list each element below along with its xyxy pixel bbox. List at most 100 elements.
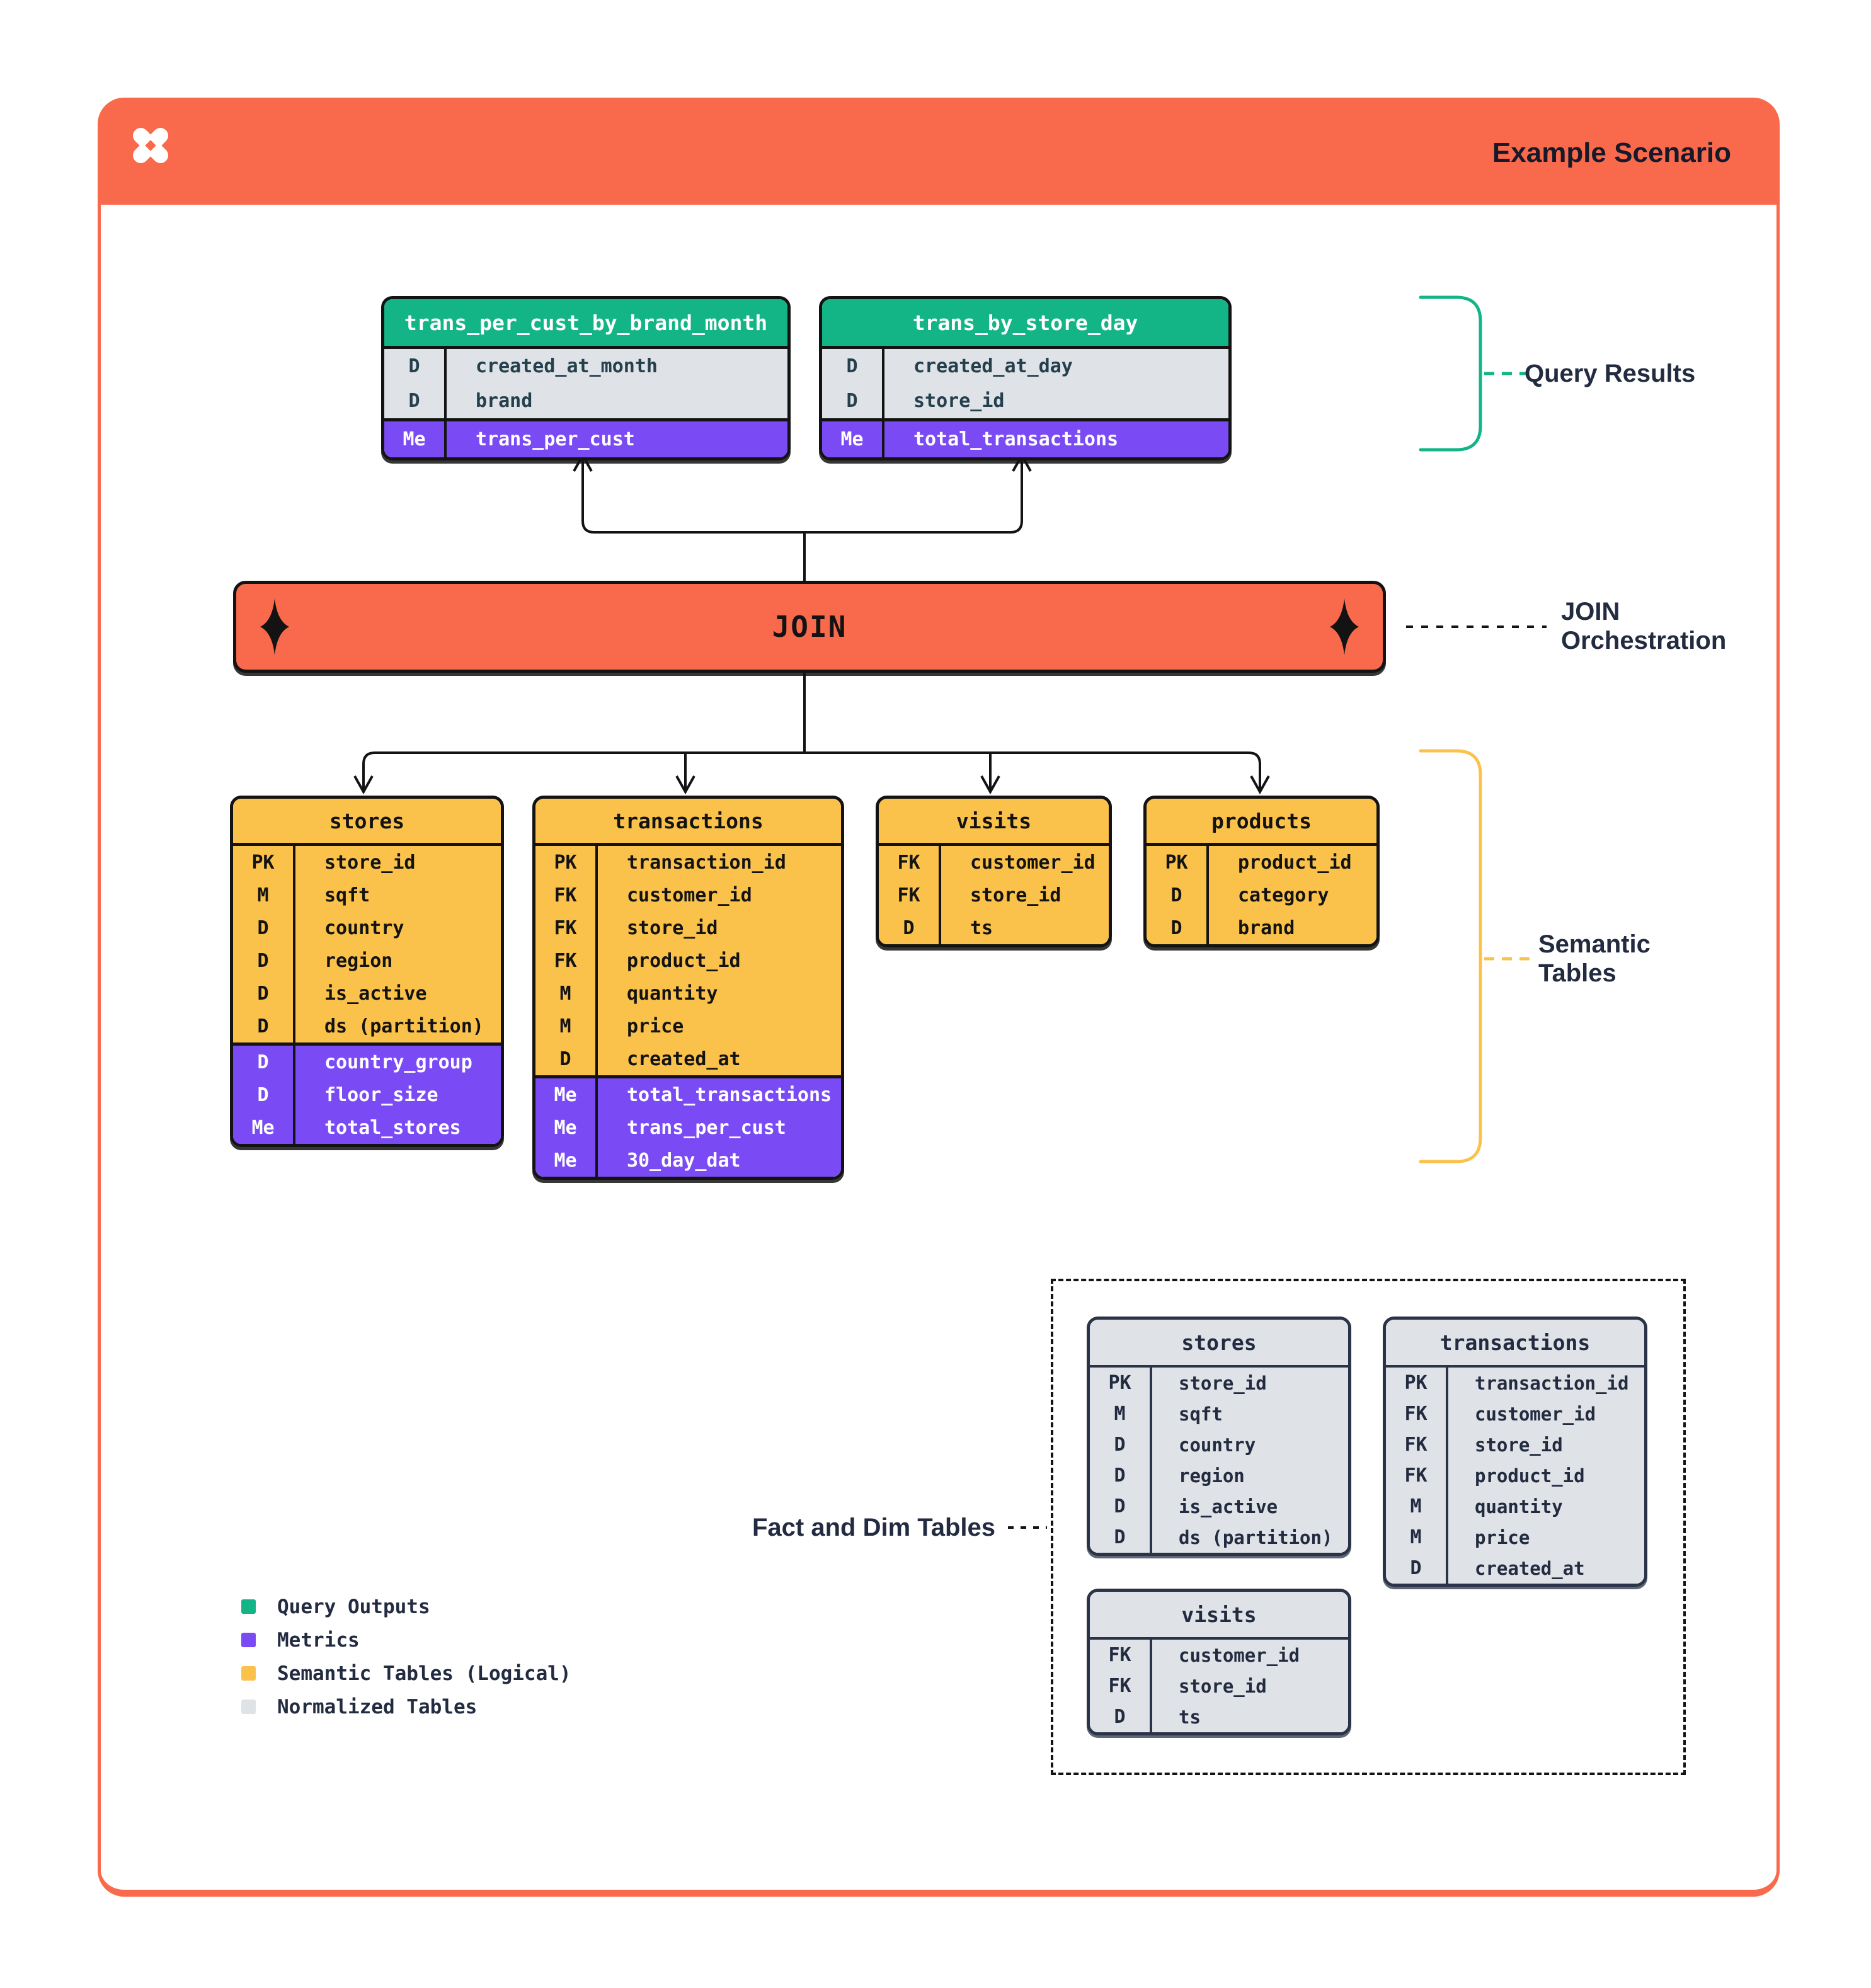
join-orchestration-line2: Orchestration [1561, 627, 1727, 654]
join-orchestration-label: JOIN Orchestration [1561, 597, 1726, 655]
row-field-name: transaction_id [1475, 1372, 1629, 1394]
row-field-name: created_at [627, 1048, 741, 1070]
row-field-name: store_id [1179, 1372, 1267, 1394]
legend-swatch [241, 1666, 256, 1681]
fact-dim-label: Fact and Dim Tables [752, 1514, 995, 1541]
card-header: Example Scenario [101, 101, 1777, 205]
table-title: visits [1090, 1592, 1348, 1640]
legend-label: Normalized Tables [277, 1695, 478, 1718]
row-key-badge: M [559, 1015, 571, 1037]
row-field-name: created_at_month [476, 355, 658, 377]
diamond-icon [260, 598, 289, 655]
row-field-name: country_group [324, 1051, 472, 1073]
row-key-badge: Me [403, 428, 426, 450]
table-row: FK store_id [879, 879, 1109, 911]
row-field-name: store_id [970, 884, 1061, 906]
row-field-name: ds (partition) [324, 1015, 484, 1037]
table-title: products [1147, 799, 1376, 846]
row-field-name: trans_per_cust [476, 428, 635, 450]
row-field-name: total_transactions [913, 428, 1119, 450]
row-key-badge: D [257, 1051, 269, 1073]
row-field-name: is_active [1179, 1495, 1278, 1517]
row-key-badge: D [846, 355, 858, 377]
table-title: stores [1090, 1320, 1348, 1368]
join-orchestration-line1: JOIN [1561, 598, 1620, 626]
row-field-name: ts [1179, 1706, 1201, 1728]
row-field-name: created_at [1475, 1557, 1585, 1579]
row-key-badge: M [1410, 1526, 1422, 1548]
row-key-badge: M [1410, 1495, 1422, 1517]
row-field-name: category [1238, 884, 1329, 906]
query-results-label: Query Results [1525, 360, 1696, 387]
row-key-badge: Me [554, 1149, 577, 1172]
page-title: Example Scenario [1492, 137, 1731, 168]
row-key-badge: FK [554, 884, 577, 906]
row-key-badge: PK [1108, 1372, 1131, 1394]
row-key-badge: D [1114, 1526, 1126, 1548]
legend-swatch [241, 1633, 256, 1647]
row-key-badge: D [257, 1015, 269, 1037]
legend-item: Query Outputs [241, 1590, 571, 1623]
row-field-name: store_id [1179, 1675, 1267, 1697]
row-key-badge: D [257, 982, 269, 1005]
row-field-name: ds (partition) [1179, 1526, 1333, 1548]
row-field-name: region [1179, 1465, 1245, 1487]
table-title: trans_per_cust_by_brand_month [384, 299, 787, 349]
row-field-name: product_id [1238, 851, 1352, 874]
legend-item: Normalized Tables [241, 1690, 571, 1723]
row-key-badge: FK [897, 884, 920, 906]
row-field-name: total_stores [324, 1116, 461, 1139]
legend-label: Semantic Tables (Logical) [277, 1662, 571, 1685]
row-field-name: brand [476, 390, 533, 412]
row-field-name: customer_id [1475, 1403, 1596, 1425]
row-key-badge: D [846, 390, 858, 412]
row-key-badge: FK [1404, 1434, 1428, 1456]
row-key-badge: FK [554, 917, 577, 939]
table-title: transactions [535, 799, 841, 846]
row-key-badge: D [559, 1048, 571, 1070]
row-field-name: price [1475, 1526, 1530, 1548]
row-field-name: product_id [627, 949, 741, 972]
row-field-name: product_id [1475, 1465, 1585, 1487]
row-field-name: brand [1238, 917, 1295, 939]
row-key-badge: FK [897, 851, 920, 874]
row-key-badge: D [1410, 1557, 1422, 1579]
